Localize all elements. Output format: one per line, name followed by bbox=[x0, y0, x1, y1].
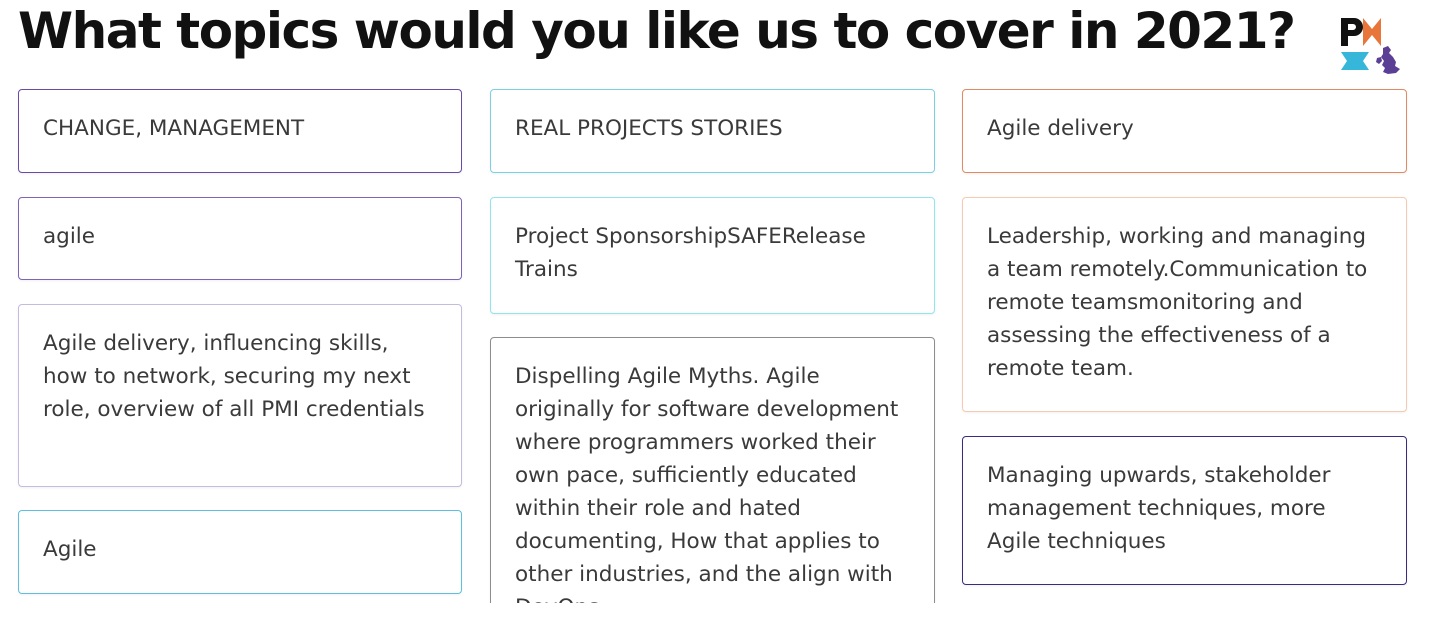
card-board: CHANGE, MANAGEMENT agile Agile delivery,… bbox=[18, 89, 1407, 603]
topic-card[interactable]: Dispelling Agile Myths. Agile originally… bbox=[490, 337, 935, 603]
topic-card-text: Managing upwards, stakeholder management… bbox=[987, 463, 1331, 554]
topic-card-text: Agile delivery bbox=[987, 116, 1134, 141]
topic-card[interactable]: Agile delivery, influencing skills, how … bbox=[18, 304, 462, 487]
topic-card[interactable]: Project SponsorshipSAFERelease Trains bbox=[490, 197, 935, 314]
topic-card[interactable]: Agile bbox=[18, 510, 462, 594]
topic-card-text: Project SponsorshipSAFERelease Trains bbox=[515, 224, 866, 282]
topic-card-text: agile bbox=[43, 224, 95, 249]
pmi-logo bbox=[1341, 18, 1400, 74]
topic-card[interactable]: CHANGE, MANAGEMENT bbox=[18, 89, 462, 173]
topic-card-text: CHANGE, MANAGEMENT bbox=[43, 116, 305, 141]
page-title: What topics would you like us to cover i… bbox=[18, 2, 1296, 60]
topic-card-text: Dispelling Agile Myths. Agile originally… bbox=[515, 364, 899, 603]
topic-card-text: REAL PROJECTS STORIES bbox=[515, 116, 783, 141]
topic-card-text: Agile delivery, influencing skills, how … bbox=[43, 331, 425, 422]
topic-card[interactable]: REAL PROJECTS STORIES bbox=[490, 89, 935, 173]
topic-card-text: Leadership, working and managing a team … bbox=[987, 224, 1368, 381]
topic-card[interactable]: Leadership, working and managing a team … bbox=[962, 197, 1407, 412]
topic-card[interactable]: Agile delivery bbox=[962, 89, 1407, 173]
topic-card[interactable]: agile bbox=[18, 197, 462, 280]
topic-card[interactable]: Managing upwards, stakeholder management… bbox=[962, 436, 1407, 585]
topic-card-text: Agile bbox=[43, 537, 97, 562]
